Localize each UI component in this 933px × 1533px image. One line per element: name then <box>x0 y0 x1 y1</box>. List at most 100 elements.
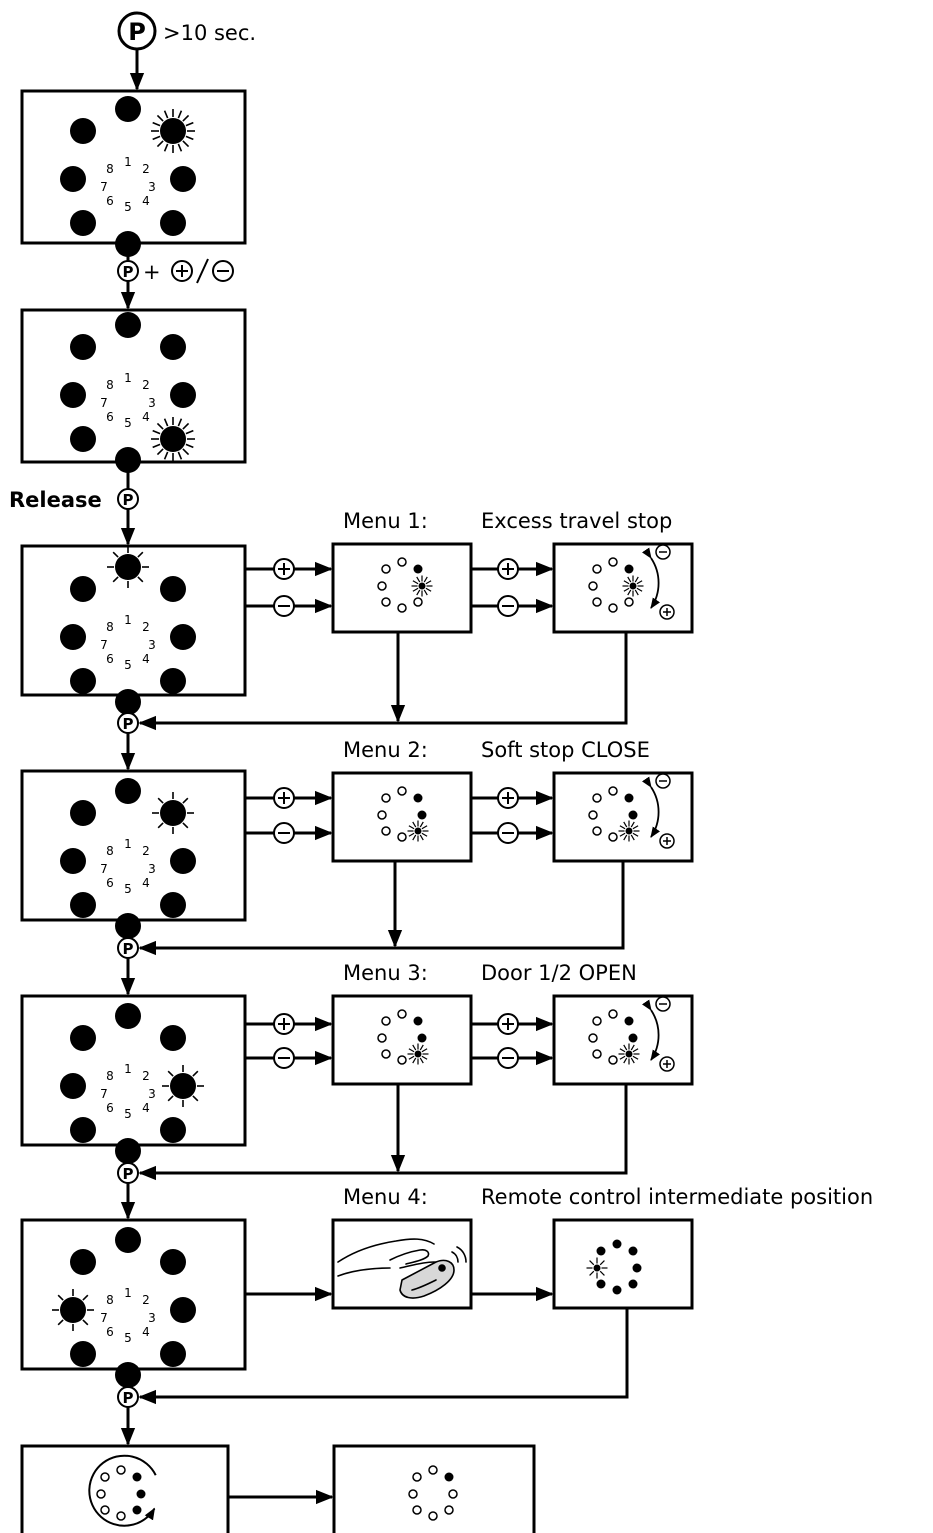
led-icon <box>160 668 186 694</box>
led-icon <box>60 624 86 650</box>
led-off-icon <box>381 564 391 574</box>
blinking-led-icon <box>152 792 194 834</box>
led-number: 2 <box>142 378 150 392</box>
menu-3-step-1-box <box>331 994 473 1086</box>
led-icon <box>160 210 186 236</box>
p-junction-label: P <box>123 1165 134 1183</box>
led-off-icon <box>100 1472 110 1482</box>
p-junction-label: P <box>123 715 134 733</box>
led-off-icon <box>381 826 391 836</box>
led-number: 6 <box>106 194 114 208</box>
led-icon <box>70 668 96 694</box>
led-off-icon <box>608 786 618 796</box>
led-number: 7 <box>100 1311 108 1325</box>
led-number: 7 <box>100 396 108 410</box>
led-number: 4 <box>142 652 150 666</box>
menu-1-label: Menu 1: <box>343 509 428 533</box>
led-off-icon <box>444 1505 454 1515</box>
menu-3-label: Menu 3: <box>343 961 428 985</box>
led-on-icon <box>628 1246 638 1256</box>
led-off-icon <box>588 810 598 820</box>
combo-step: P + <box>117 258 234 284</box>
led-number: 4 <box>142 194 150 208</box>
led-icon <box>60 1073 86 1099</box>
led-icon <box>115 96 141 122</box>
slash-separator <box>196 258 209 284</box>
led-icon <box>70 1341 96 1367</box>
led-icon <box>170 848 196 874</box>
led-off-icon <box>397 1009 407 1019</box>
led-off-icon <box>608 1009 618 1019</box>
release-label: Release <box>9 488 102 512</box>
led-off-icon <box>100 1505 110 1515</box>
led-number: 7 <box>100 1087 108 1101</box>
led-icon <box>115 447 141 473</box>
led-off-icon <box>608 557 618 567</box>
led-off-icon <box>608 1055 618 1065</box>
led-icon <box>170 1297 196 1323</box>
led-off-icon <box>381 1049 391 1059</box>
led-off-icon <box>397 603 407 613</box>
final-rotating-box <box>20 1444 230 1533</box>
led-on-icon <box>624 564 634 574</box>
led-off-icon <box>377 581 387 591</box>
led-number: 5 <box>124 416 132 430</box>
led-on-icon <box>596 1246 606 1256</box>
blinking-led-icon <box>407 820 429 842</box>
led-off-icon <box>116 1511 126 1521</box>
led-number: 6 <box>106 652 114 666</box>
led-on-icon <box>612 1285 622 1295</box>
p-junction-icon <box>117 712 139 734</box>
led-off-icon <box>413 597 423 607</box>
led-icon <box>170 166 196 192</box>
led-number: 3 <box>148 862 156 876</box>
led-on-icon <box>417 1033 427 1043</box>
led-number: 5 <box>124 200 132 214</box>
led-off-icon <box>448 1489 458 1499</box>
led-off-icon <box>397 1055 407 1065</box>
blinking-led-icon <box>618 820 640 842</box>
led-icon <box>115 1227 141 1253</box>
led-on-icon <box>628 1279 638 1289</box>
start-step: P >10 sec. <box>117 11 256 51</box>
led-on-icon <box>413 1016 423 1026</box>
led-number: 1 <box>124 837 132 851</box>
led-number: 2 <box>142 844 150 858</box>
led-icon <box>160 1117 186 1143</box>
flow-arrows <box>120 49 629 1505</box>
led-off-icon <box>397 557 407 567</box>
menu-1-title: Excess travel stop <box>481 509 672 533</box>
led-number: 5 <box>124 658 132 672</box>
p-junction-icon <box>117 1162 139 1184</box>
blinking-led-icon <box>411 575 433 597</box>
plus-minus-branches <box>245 558 554 1069</box>
led-number: 8 <box>106 844 114 858</box>
led-number: 3 <box>148 638 156 652</box>
led-off-icon <box>592 564 602 574</box>
led-number: 1 <box>124 1062 132 1076</box>
led-number: 1 <box>124 371 132 385</box>
adjust-arc-icon <box>642 999 660 1061</box>
menu-1-step-1-box <box>331 542 473 634</box>
led-off-icon <box>412 1505 422 1515</box>
led-on-icon <box>413 564 423 574</box>
led-number: 3 <box>148 1311 156 1325</box>
led-icon <box>60 848 86 874</box>
led-off-icon <box>592 1016 602 1026</box>
led-off-icon <box>428 1511 438 1521</box>
led-off-icon <box>116 1465 126 1475</box>
led-icon <box>115 778 141 804</box>
led-off-icon <box>624 597 634 607</box>
p-button-label: P <box>123 263 134 281</box>
led-off-icon <box>608 832 618 842</box>
menu-4-title: Remote control intermediate position <box>481 1185 873 1209</box>
led-number: 3 <box>148 1087 156 1101</box>
led-off-icon <box>381 793 391 803</box>
led-off-icon <box>397 786 407 796</box>
p-junction-icon <box>117 1386 139 1408</box>
led-off-icon <box>608 603 618 613</box>
